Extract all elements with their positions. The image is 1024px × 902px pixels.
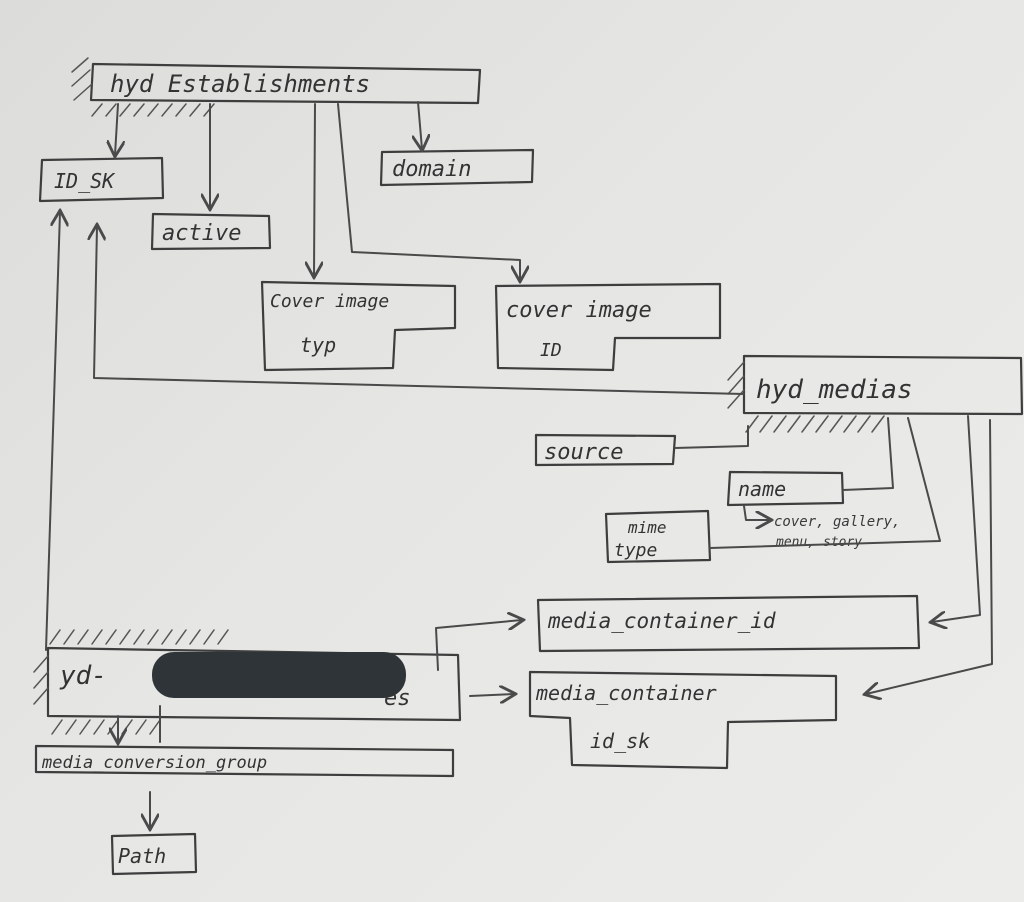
field-name-label: name: [738, 477, 786, 501]
field-mime-type-label-line2: type: [614, 540, 657, 561]
field-media-container-id-sk-label-line1: media_container: [535, 681, 717, 705]
field-domain: domain: [379, 148, 535, 187]
table-title-medias: hyd_medias: [756, 375, 913, 405]
field-active-label: active: [162, 221, 241, 246]
field-media-container-id-sk-label-line2: id_sk: [590, 729, 650, 753]
field-source: source: [534, 433, 677, 467]
hatching: [727, 361, 885, 433]
field-mime-type: mime type: [604, 509, 712, 564]
field-cover-image-id-label-line1: cover image: [506, 298, 652, 323]
field-path-label: Path: [118, 844, 166, 868]
field-id-sk: ID_SK: [38, 156, 165, 203]
field-cover-image-id: cover image ID: [494, 282, 722, 372]
name-values-note-line2: menu, story: [775, 535, 862, 550]
field-id-sk-label: ID_SK: [54, 169, 116, 193]
hatching: [33, 629, 229, 735]
field-media-container-id-sk: media_container id_sk: [528, 670, 838, 770]
field-cover-image-type: Cover image typ: [260, 280, 457, 372]
field-source-label: source: [544, 440, 623, 465]
table-title-redacted-suffix: es: [384, 686, 411, 711]
field-name: name: [726, 470, 845, 507]
field-media-container-id: media_container_id: [536, 594, 921, 653]
redaction-bar: [152, 652, 406, 698]
field-active: active: [150, 212, 272, 251]
table-redacted: yd- es: [33, 629, 462, 735]
field-cover-image-id-label-line2: ID: [540, 340, 562, 361]
field-media-container-id-label: media_container_id: [547, 609, 776, 633]
connectors: [45, 101, 993, 828]
table-title-establishments: hyd Establishments: [110, 70, 370, 98]
field-mime-type-label-line1: mime: [627, 518, 667, 537]
field-cover-image-type-label-line1: Cover image: [270, 291, 389, 312]
field-media-conversion-group: media_conversion_group: [34, 744, 455, 778]
field-path: Path: [110, 832, 198, 876]
table-medias: hyd_medias: [727, 354, 1024, 433]
name-values-note-line1: cover, gallery,: [774, 514, 900, 530]
table-title-redacted-prefix: yd-: [59, 661, 107, 691]
field-cover-image-type-label-line2: typ: [300, 333, 336, 357]
field-domain-label: domain: [392, 157, 471, 182]
field-media-conversion-group-label: media_conversion_group: [41, 753, 267, 773]
